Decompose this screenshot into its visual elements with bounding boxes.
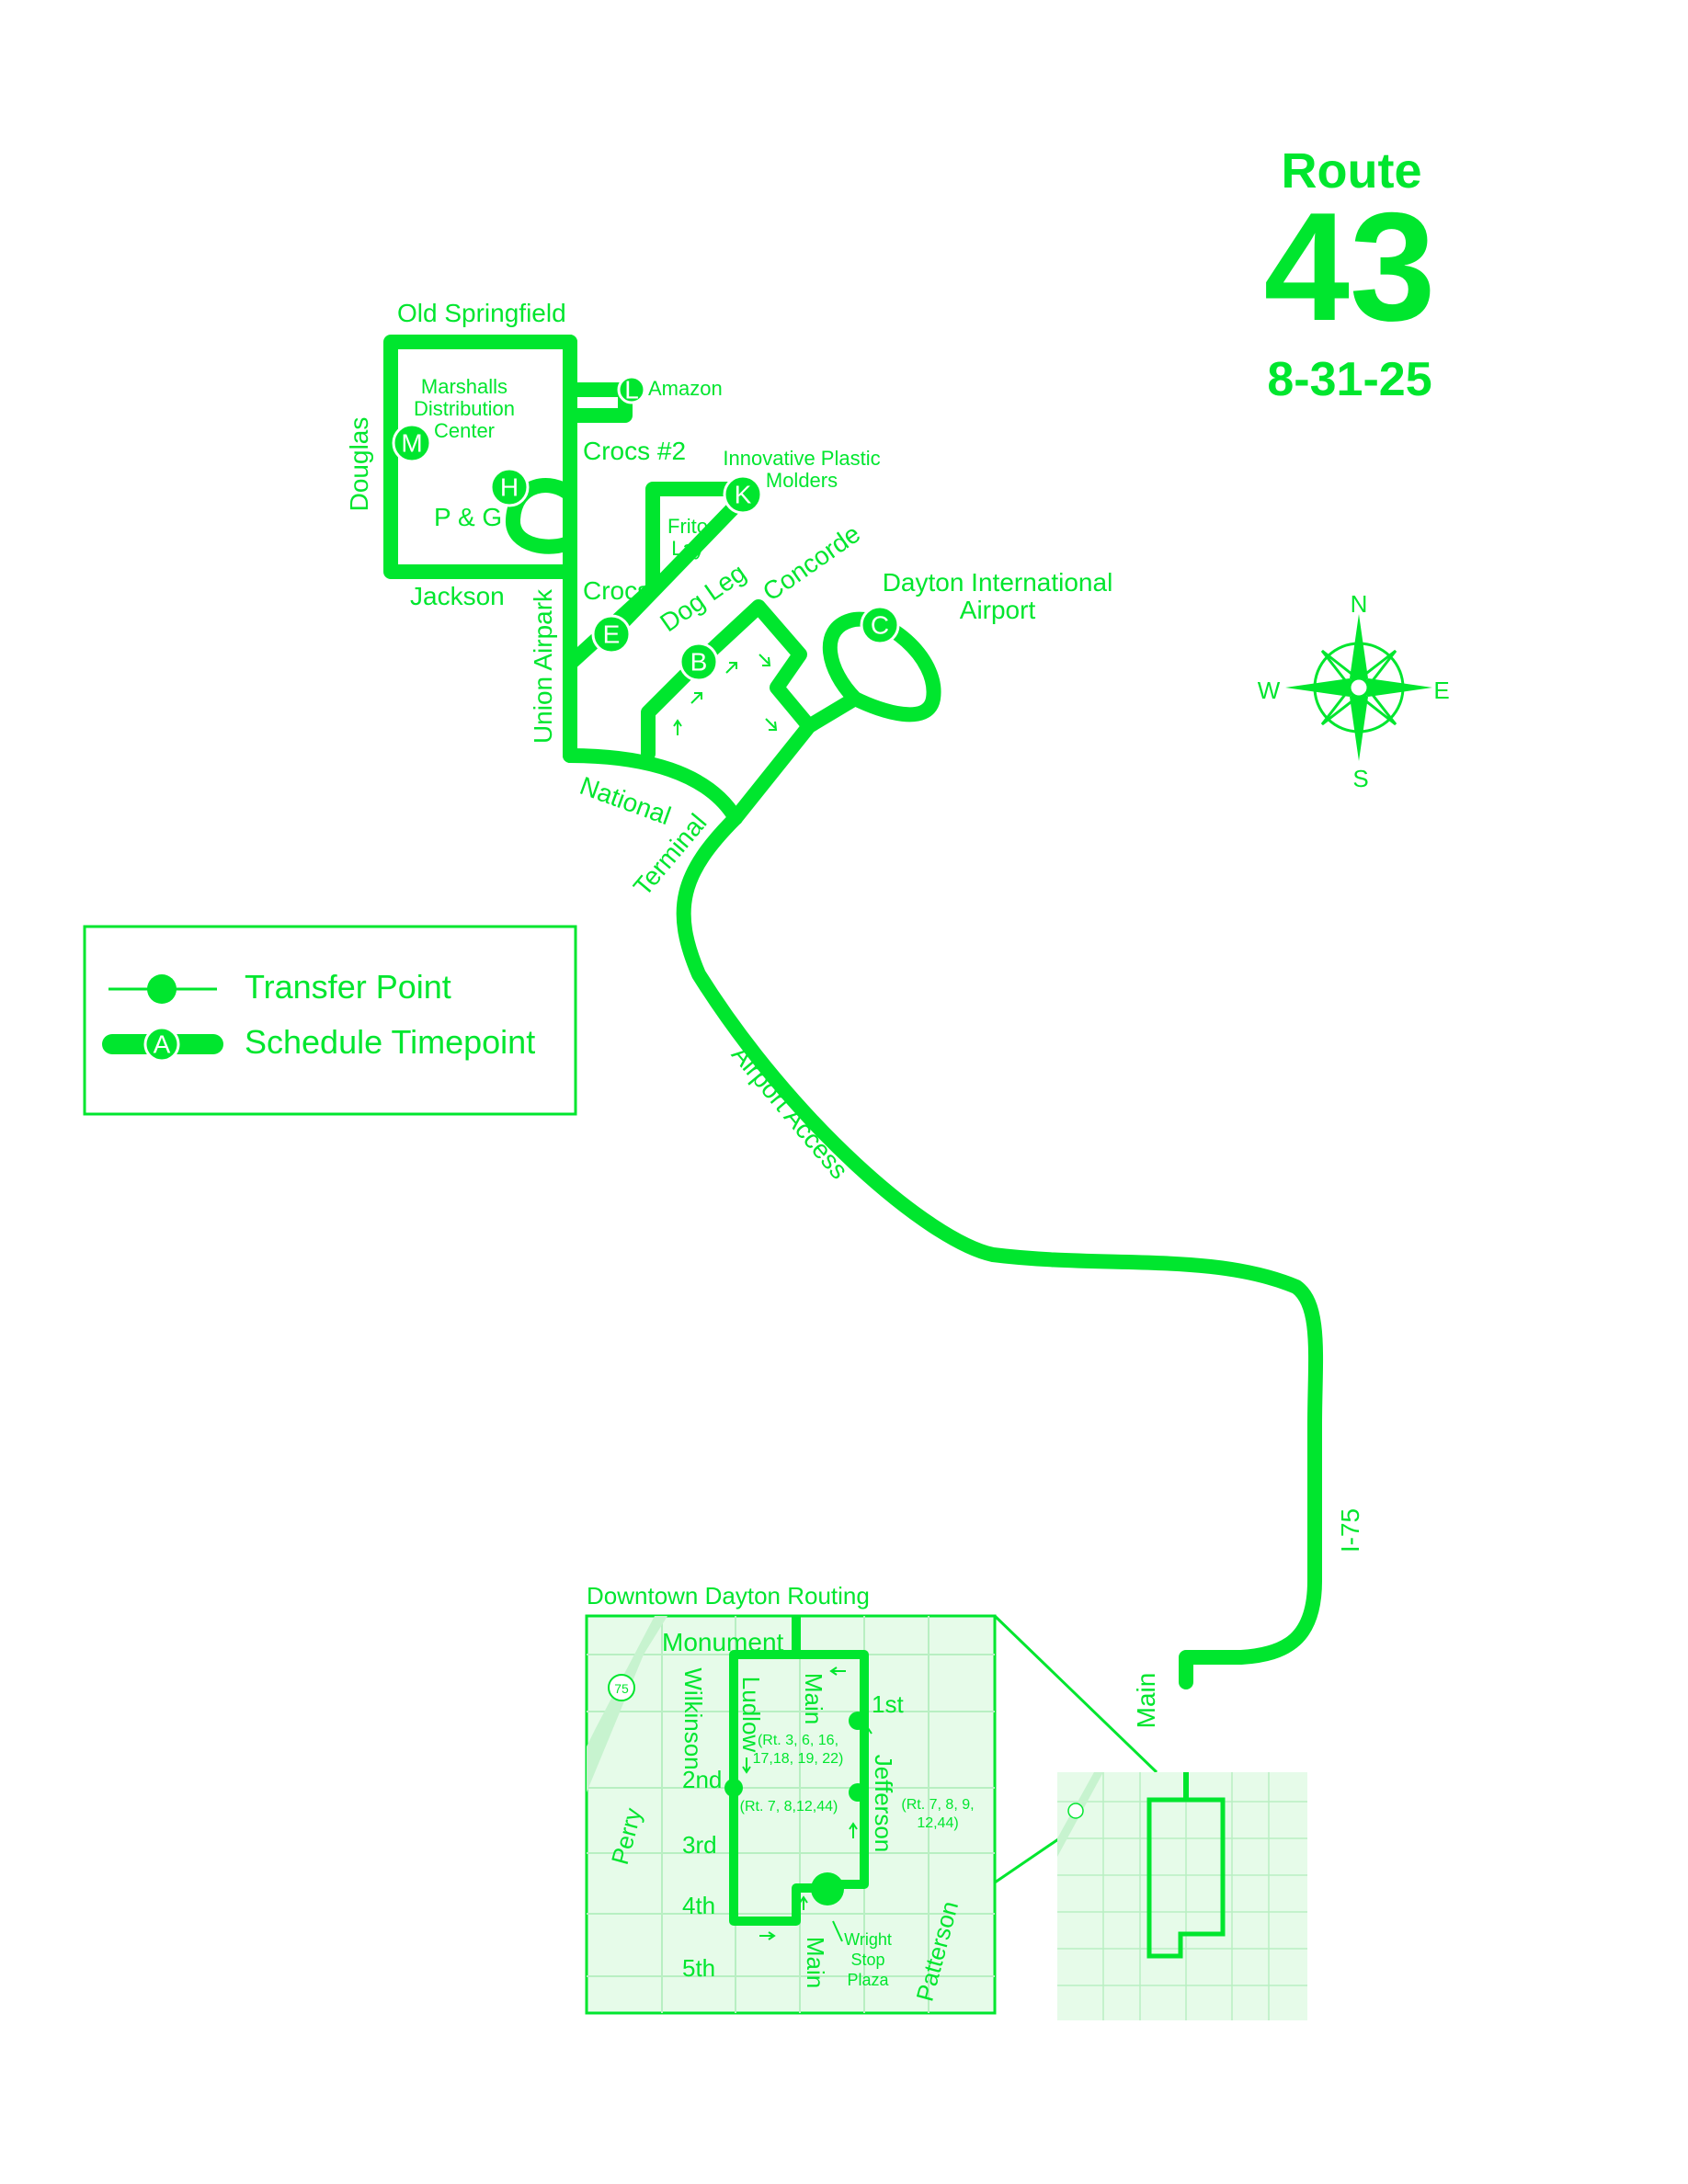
inset-routes-a2: 17,18, 19, 22) (753, 1751, 844, 1767)
inset-4th: 4th (682, 1892, 715, 1919)
place-crocs: Crocs (583, 576, 650, 605)
svg-text:L: L (624, 376, 639, 404)
inset-wright-2: Stop (850, 1951, 884, 1969)
street-airport-access: Airport Access (726, 1040, 854, 1184)
inset-routes-c2: 12,44) (917, 1815, 958, 1831)
inset-connector-top (993, 1614, 1158, 1774)
svg-text:K: K (735, 481, 752, 509)
svg-text:C: C (871, 611, 889, 640)
transfer-wright-stop[interactable] (811, 1872, 844, 1905)
street-old-springfield: Old Springfield (397, 299, 566, 327)
timepoint-b[interactable]: B (679, 642, 719, 682)
inset-routes-b: (Rt. 7, 8,12,44) (740, 1799, 838, 1814)
svg-text:M: M (401, 429, 422, 458)
transfer-2nd-jefferson[interactable] (849, 1783, 867, 1802)
downtown-locator (1057, 1772, 1307, 2020)
inset-title: Downtown Dayton Routing (587, 1582, 870, 1610)
compass-n: N (1351, 590, 1368, 618)
svg-text:H: H (500, 473, 519, 502)
inset-arrows (742, 1666, 873, 1942)
timepoint-symbol (102, 1026, 223, 1063)
route-number: 43 (1264, 180, 1436, 353)
street-main: Main (1132, 1673, 1160, 1729)
interstate-shield: 75 (614, 1681, 629, 1696)
inset-2nd: 2nd (682, 1766, 722, 1793)
inset-wilkinson: Wilkinson (679, 1667, 707, 1769)
place-innovative: Innovative Plastic (723, 447, 880, 470)
compass-w: W (1258, 677, 1281, 704)
legend-transfer-label: Transfer Point (245, 968, 451, 1006)
route-word: Route (1282, 143, 1422, 199)
inset-3rd: 3rd (682, 1831, 717, 1859)
legend-timepoint-letter: A (154, 1030, 171, 1059)
inset-1st: 1st (872, 1690, 904, 1718)
inset-monument: Monument (662, 1628, 784, 1656)
inset-routes-a1: (Rt. 3, 6, 16, (758, 1733, 838, 1748)
effective-date: 8-31-25 (1267, 353, 1431, 406)
street-national: National (576, 771, 675, 830)
timepoint-e[interactable]: E (591, 614, 632, 654)
timepoint-l[interactable]: L (617, 375, 646, 404)
timepoint-c[interactable]: C (860, 605, 900, 645)
place-marshalls: Marshalls (421, 375, 508, 398)
place-airport-1: Dayton International (883, 568, 1113, 597)
inset-wright-3: Plaza (847, 1971, 889, 1989)
street-i75: I-75 (1336, 1508, 1364, 1553)
place-molders: Molders (766, 469, 838, 492)
inset-jefferson: Jefferson (870, 1755, 897, 1852)
inset-main-bottom: Main (802, 1937, 829, 1988)
timepoint-h[interactable]: H (489, 467, 530, 507)
inset-main: Main (800, 1673, 827, 1724)
place-pg: P & G (434, 503, 502, 531)
inset-routes-c1: (Rt. 7, 8, 9, (901, 1797, 974, 1813)
transfer-2nd-ludlow[interactable] (724, 1779, 743, 1797)
place-amazon: Amazon (648, 377, 723, 400)
svg-text:B: B (690, 648, 708, 677)
timepoint-m[interactable]: M (392, 423, 432, 463)
transfer-point-symbol (108, 974, 217, 1004)
inset-transfer-points (724, 1712, 867, 1905)
inset-wright-1: Wright (844, 1930, 892, 1949)
compass-rose-icon (1285, 614, 1432, 761)
timepoints: M L H K E B C (392, 375, 900, 682)
street-jackson: Jackson (410, 582, 505, 610)
direction-arrows (673, 654, 778, 735)
place-distribution: Distribution (414, 397, 515, 420)
inset-5th: 5th (682, 1954, 715, 1982)
downtown-inset: 75 (585, 1614, 997, 2015)
transfer-1st[interactable] (849, 1712, 867, 1730)
inset-ludlow: Ludlow (737, 1677, 765, 1753)
route-line (383, 335, 1324, 1689)
street-union-airpark: Union Airpark (529, 588, 557, 744)
legend-box (83, 925, 577, 1116)
legend-timepoint-label: Schedule Timepoint (245, 1023, 535, 1061)
compass-s: S (1352, 765, 1368, 792)
street-douglas: Douglas (345, 417, 373, 512)
street-concorde: Concorde (758, 519, 865, 607)
place-crocs-2: Crocs #2 (583, 437, 686, 465)
place-airport-2: Airport (960, 596, 1036, 624)
timepoint-k[interactable]: K (723, 474, 763, 515)
compass-e: E (1433, 677, 1449, 704)
svg-text:E: E (603, 620, 621, 649)
place-center: Center (434, 419, 495, 442)
place-lay: Lay (671, 537, 703, 560)
place-frito: Frito (667, 515, 708, 538)
